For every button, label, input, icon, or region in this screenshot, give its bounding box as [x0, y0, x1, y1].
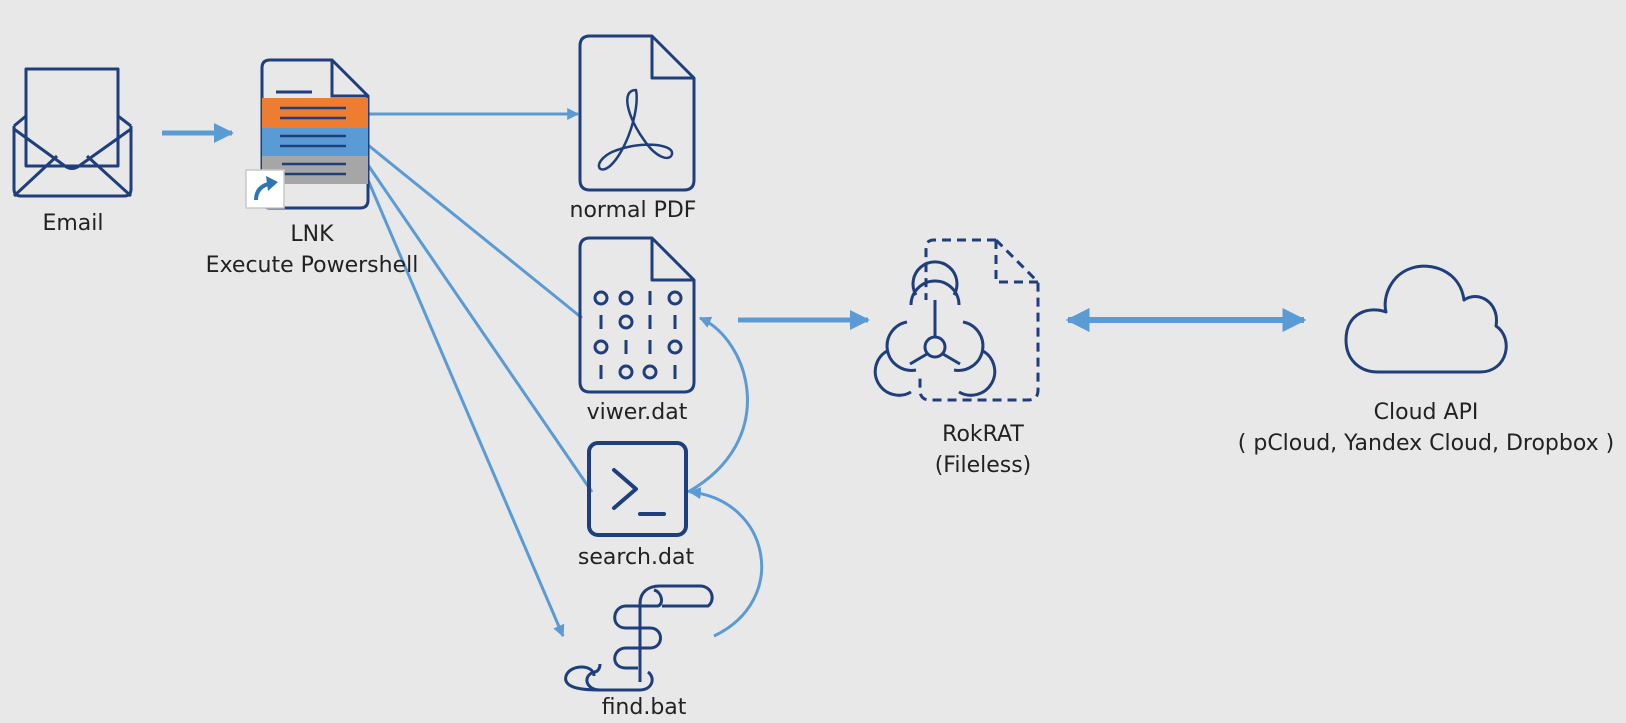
arrow-lnk-to-find [366, 179, 565, 638]
rokrat-label: RokRAT [942, 422, 1024, 447]
shortcut-arrow-icon [245, 169, 285, 209]
powershell-terminal-icon [587, 441, 688, 537]
search-dat-label: search.dat [577, 545, 695, 570]
lnk-label: LNK [290, 222, 334, 247]
arrow-find-to-search [688, 487, 764, 638]
pdf-document-icon [578, 34, 696, 192]
cloud-api-label: Cloud API [1373, 400, 1479, 425]
arrow-search-to-viwer [687, 316, 749, 494]
rokrat-sublabel: (Fileless) [934, 453, 1032, 478]
normal-pdf-label: normal PDF [569, 198, 697, 223]
arrow-lnk-to-search [366, 164, 594, 493]
script-scroll-icon [564, 584, 714, 692]
biohazard-fileless-icon [873, 238, 1040, 402]
lnk-sublabel: Execute Powershell [205, 253, 419, 278]
cloud-providers-label: ( pCloud, Yandex Cloud, Dropbox ) [1237, 431, 1615, 456]
viwer-dat-label: viwer.dat [586, 400, 688, 425]
lnk-shortcut-document-icon [245, 58, 370, 210]
cloud-icon [1344, 264, 1508, 374]
arrows [162, 108, 1307, 638]
envelope-icon [12, 67, 133, 198]
binary-data-file-icon [578, 236, 696, 394]
arrow-lnk-to-viwer [367, 143, 583, 320]
email-label: Email [42, 211, 104, 236]
find-bat-label: find.bat [601, 695, 687, 720]
